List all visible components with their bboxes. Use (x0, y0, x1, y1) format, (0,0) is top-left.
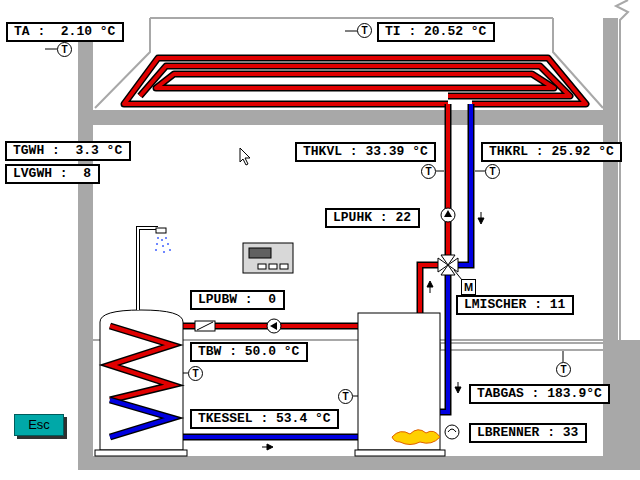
pump-arrow (270, 322, 277, 330)
value-box: LPUHK : 22 (325, 208, 420, 228)
value-box: TBW : 50.0 °C (190, 342, 308, 362)
boiler (358, 313, 440, 450)
controller-button (269, 264, 277, 269)
value-text: THKRL : 25.92 °C (489, 144, 614, 159)
value-text: T (425, 166, 431, 177)
heating-pump (441, 208, 455, 222)
value-text: TGWH : 3.3 °C (13, 143, 122, 158)
left-wall (78, 40, 93, 112)
value-text: TABGAS : 183.9°C (477, 386, 602, 401)
value-box: TKESSEL : 53.4 °C (190, 409, 339, 429)
value-text: LPUHK : 22 (333, 210, 411, 225)
sensor-symbol: T (188, 366, 203, 381)
value-text: TI : 20.52 °C (385, 24, 486, 39)
check-valve (197, 322, 213, 330)
value-text: LMISCHER : 11 (464, 297, 565, 312)
tank-coil (110, 326, 172, 437)
controller-button (280, 264, 288, 269)
water-drops (155, 237, 171, 253)
boiler-base (355, 450, 445, 456)
value-box: LVGWH : 8 (5, 164, 100, 184)
shower-pipe (138, 228, 158, 310)
sensor-cable (440, 343, 615, 350)
tank-base (95, 450, 187, 456)
flue (616, 0, 628, 340)
floor-heating (124, 58, 586, 104)
value-text: M (464, 281, 473, 293)
sensor-symbol: T (338, 389, 353, 404)
sensor-symbol: T (57, 42, 72, 57)
value-box: THKVL : 33.39 °C (295, 142, 436, 162)
pump-arrow (444, 210, 452, 217)
value-text: T (560, 364, 566, 375)
mixing-valve (441, 255, 455, 275)
value-text: T (489, 166, 495, 177)
value-box: TGWH : 3.3 °C (5, 141, 131, 161)
motor-symbol: M (461, 279, 476, 295)
value-box: THKRL : 25.92 °C (481, 142, 622, 162)
house-walls (78, 110, 618, 470)
room (93, 125, 603, 456)
value-box: TABGAS : 183.9°C (469, 384, 610, 404)
controller-display (249, 248, 271, 258)
sensor-lead (45, 31, 563, 396)
value-text: THKVL : 33.39 °C (303, 144, 428, 159)
value-text: TKESSEL : 53.4 °C (198, 411, 331, 426)
value-text: LBRENNER : 33 (477, 425, 578, 440)
burner-fan (448, 429, 456, 432)
shower-pipe (138, 228, 158, 310)
value-box: TI : 20.52 °C (377, 22, 495, 42)
sensor-symbol: T (556, 362, 571, 377)
value-box: LMISCHER : 11 (456, 295, 574, 315)
sensor-symbol: T (485, 164, 500, 179)
sensor-symbol: T (421, 164, 436, 179)
basement-wall (618, 340, 640, 470)
value-box: LBRENNER : 33 (469, 423, 587, 443)
value-text: LPUBW : 0 (198, 292, 276, 307)
dhw-pump (267, 319, 281, 333)
value-text: TA : 2.10 °C (14, 24, 115, 39)
value-text: T (342, 391, 348, 402)
chimney-wall (603, 18, 618, 112)
value-text: T (192, 368, 198, 379)
check-valve (195, 321, 215, 331)
value-text: LVGWH : 8 (13, 166, 91, 181)
value-text: T (361, 25, 367, 36)
value-text: T (61, 44, 67, 55)
value-text: TBW : 50.0 °C (198, 344, 299, 359)
hot-water-tank (100, 310, 183, 450)
attic-outline (150, 17, 553, 19)
shower-head (156, 228, 166, 233)
controller-button (258, 264, 266, 269)
burner-fan (445, 425, 459, 439)
value-box: TA : 2.10 °C (6, 22, 124, 42)
escape-button: Esc (14, 414, 64, 436)
controller (243, 243, 293, 273)
mouse-pointer (240, 148, 250, 165)
burner-flame (392, 430, 440, 445)
sensor-symbol: T (357, 23, 372, 38)
value-text: Esc (28, 417, 50, 432)
value-box: LPUBW : 0 (190, 290, 285, 310)
